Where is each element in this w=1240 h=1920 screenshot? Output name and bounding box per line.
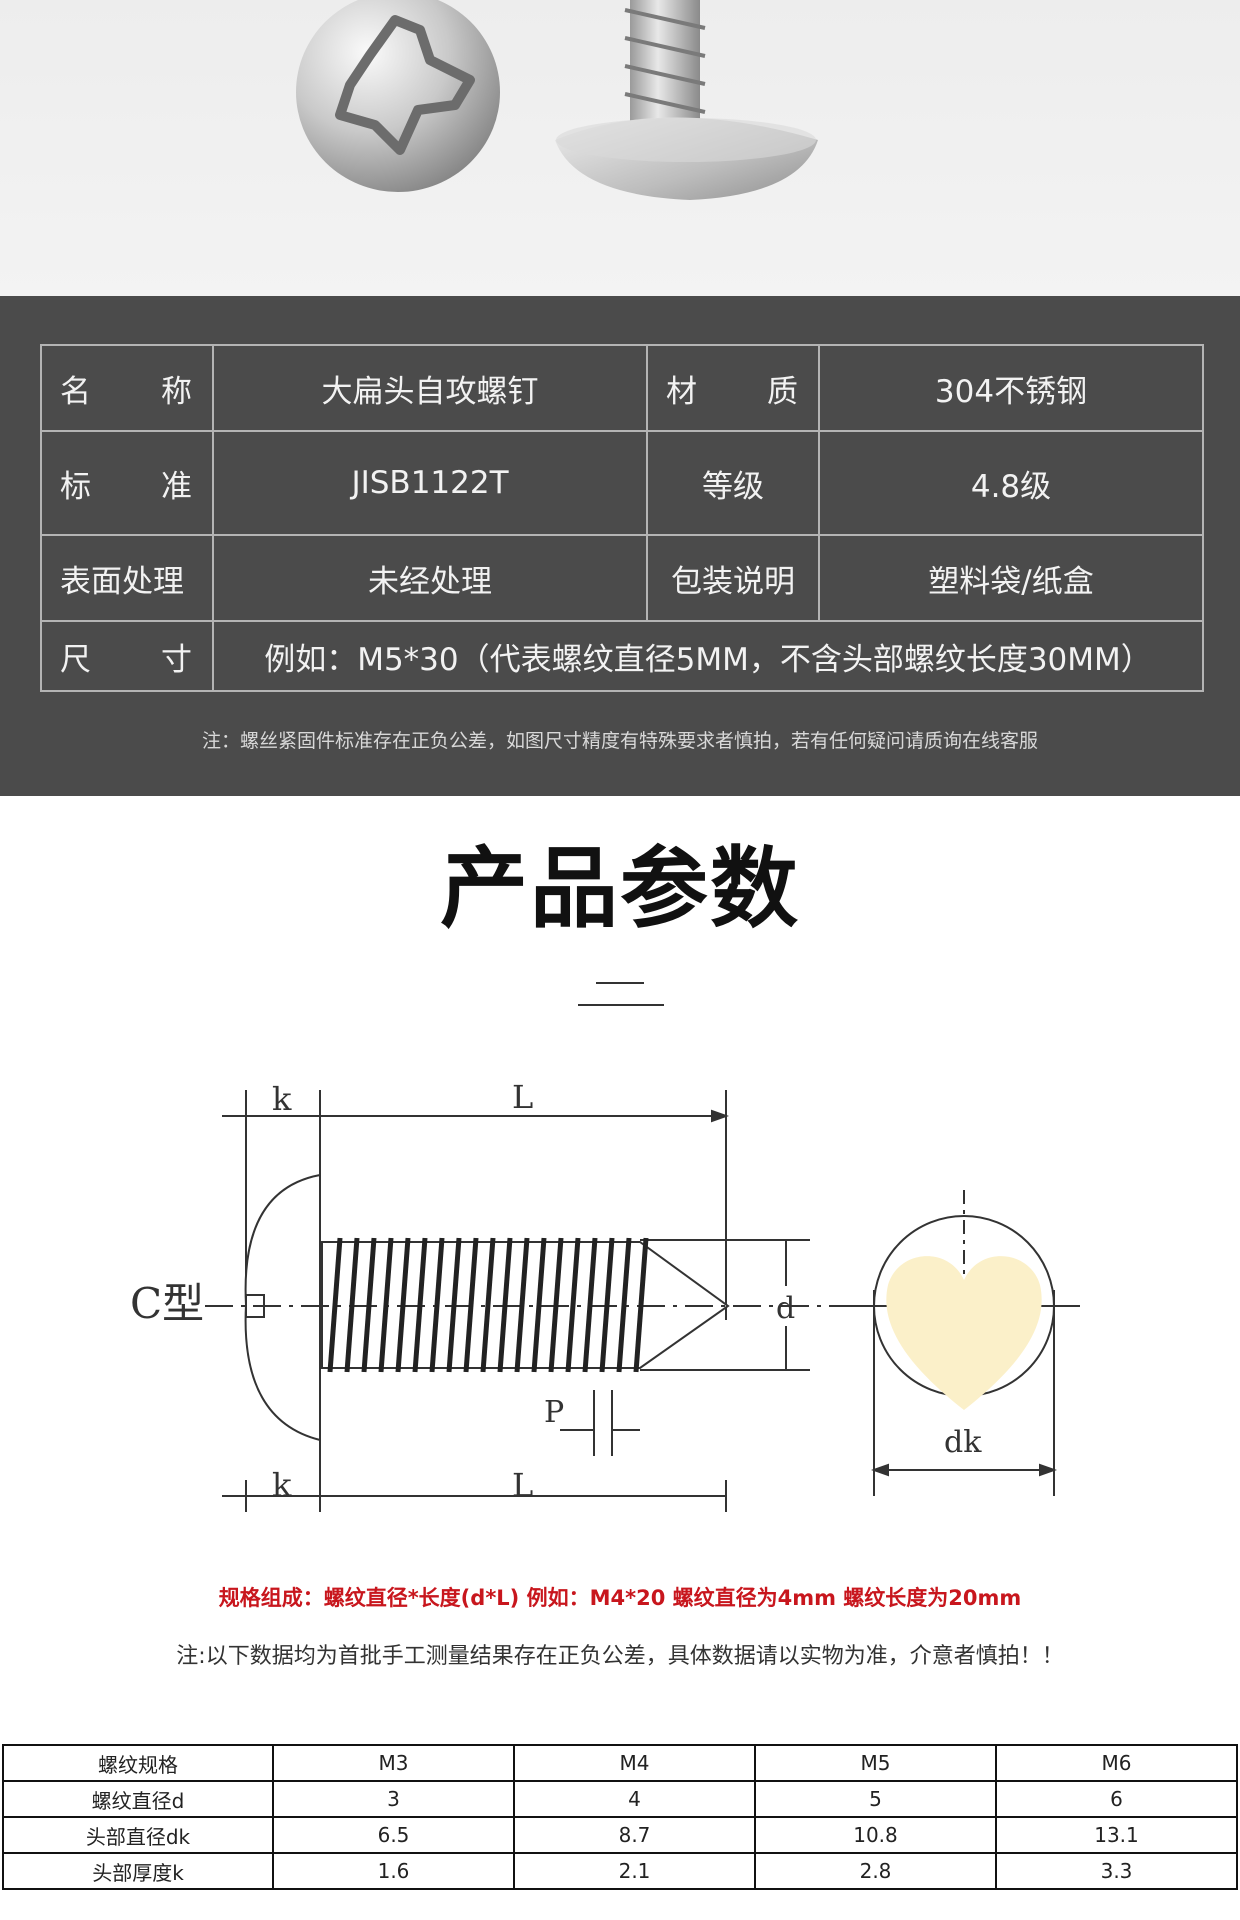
label-P: P xyxy=(544,1395,564,1430)
spec-label-surface: 表面处理 xyxy=(40,534,214,622)
screw-head-front xyxy=(296,0,500,192)
screw-drawing: k L C型 d P dk k L xyxy=(130,1078,1080,1512)
size-cell: 1.6 xyxy=(272,1852,515,1890)
size-cell: 5 xyxy=(754,1780,997,1818)
spec-label-material-char-2: 质 xyxy=(767,373,798,410)
size-header-m5: M5 xyxy=(754,1744,997,1782)
spec-label-size-char-2: 寸 xyxy=(161,641,192,678)
size-table: 螺纹规格 M3 M4 M5 M6 螺纹直径d 3 4 5 6 头部直径dk 6.… xyxy=(2,1744,1238,1890)
size-cell: 13.1 xyxy=(995,1816,1238,1854)
screw-thread xyxy=(624,8,706,114)
size-header-m4: M4 xyxy=(513,1744,756,1782)
table-row: 头部直径dk 6.5 8.7 10.8 13.1 xyxy=(2,1816,1238,1854)
spec-value-size: 例如：M5*30（代表螺纹直径5MM，不含头部螺纹长度30MM） xyxy=(212,620,1204,692)
heart-overlay-icon xyxy=(886,1256,1042,1410)
spec-value-name: 大扁头自攻螺钉 xyxy=(212,344,648,432)
size-cell: 6.5 xyxy=(272,1816,515,1854)
thread-pattern xyxy=(327,1237,649,1373)
title-divider-long xyxy=(578,1004,664,1006)
spec-table: 名 称 大扁头自攻螺钉 材 质 304不锈钢 标 准 JISB1122T xyxy=(40,344,1204,692)
spec-value-surface: 未经处理 xyxy=(212,534,648,622)
spec-value-standard: JISB1122T xyxy=(212,430,648,536)
size-cell: 4 xyxy=(513,1780,756,1818)
label-k-bottom: k xyxy=(272,1466,292,1504)
spec-row-surface: 表面处理 未经处理 包装说明 塑料袋/纸盒 xyxy=(40,534,1204,622)
spec-value-material: 304不锈钢 xyxy=(818,344,1204,432)
phillips-recess-icon xyxy=(335,15,475,155)
table-row: 螺纹直径d 3 4 5 6 xyxy=(2,1780,1238,1818)
label-L-top: L xyxy=(512,1078,533,1116)
spec-value-packaging: 塑料袋/纸盒 xyxy=(818,534,1204,622)
size-cell: 2.8 xyxy=(754,1852,997,1890)
spec-row-standard: 标 准 JISB1122T 等级 4.8级 xyxy=(40,430,1204,536)
size-row-label: 头部直径dk xyxy=(2,1816,274,1854)
spec-formula-note: 规格组成：螺纹直径*长度(d*L) 例如：M4*20 螺纹直径为4mm 螺纹长度… xyxy=(218,1586,1022,1610)
spec-value-grade: 4.8级 xyxy=(818,430,1204,536)
spec-panel: 名 称 大扁头自攻螺钉 材 质 304不锈钢 标 准 JISB1122T xyxy=(0,296,1240,796)
spec-label-standard-char-1: 标 xyxy=(60,468,91,505)
spec-label-size: 尺 寸 xyxy=(40,620,214,692)
label-type-c: C型 xyxy=(130,1279,204,1328)
label-dk: dk xyxy=(944,1425,982,1460)
spec-label-name-char-2: 称 xyxy=(161,373,192,410)
spec-label-standard: 标 准 xyxy=(40,430,214,536)
screw-dimension-diagram: k L C型 d P dk k L xyxy=(0,1060,1240,1534)
spec-row-name: 名 称 大扁头自攻螺钉 材 质 304不锈钢 xyxy=(40,344,1204,432)
screw-photo-illustration xyxy=(296,0,818,200)
table-row: 头部厚度k 1.6 2.1 2.8 3.3 xyxy=(2,1852,1238,1890)
spec-label-packaging: 包装说明 xyxy=(646,534,820,622)
label-d: d xyxy=(776,1291,795,1326)
label-k-top: k xyxy=(272,1080,292,1118)
size-row-label: 螺纹直径d xyxy=(2,1780,274,1818)
spec-label-name-char-1: 名 xyxy=(60,373,91,410)
label-L-bottom: L xyxy=(512,1466,533,1504)
measurement-disclaimer: 注:以下数据均为首批手工测量结果存在正负公差，具体数据请以实物为准，介意者慎拍！… xyxy=(176,1644,1064,1669)
size-cell: 10.8 xyxy=(754,1816,997,1854)
spec-label-material-char-1: 材 xyxy=(666,373,697,410)
size-cell: 2.1 xyxy=(513,1852,756,1890)
spec-label-material: 材 质 xyxy=(646,344,820,432)
spec-label-size-char-1: 尺 xyxy=(60,641,91,678)
spec-label-name: 名 称 xyxy=(40,344,214,432)
size-header-m6: M6 xyxy=(995,1744,1238,1782)
size-cell: 8.7 xyxy=(513,1816,756,1854)
size-cell: 6 xyxy=(995,1780,1238,1818)
spec-row-size: 尺 寸 例如：M5*30（代表螺纹直径5MM，不含头部螺纹长度30MM） xyxy=(40,620,1204,692)
size-header-label: 螺纹规格 xyxy=(2,1744,274,1782)
size-row-label: 头部厚度k xyxy=(2,1852,274,1890)
size-cell: 3.3 xyxy=(995,1852,1238,1890)
spec-label-standard-char-2: 准 xyxy=(161,468,192,505)
size-header-m3: M3 xyxy=(272,1744,515,1782)
size-table-header: 螺纹规格 M3 M4 M5 M6 xyxy=(2,1744,1238,1782)
spec-disclaimer: 注：螺丝紧固件标准存在正负公差，如图尺寸精度有特殊要求者慎拍，若有任何疑问请质询… xyxy=(201,730,1038,752)
title-divider-short xyxy=(596,982,644,984)
size-cell: 3 xyxy=(272,1780,515,1818)
spec-label-grade: 等级 xyxy=(646,430,820,536)
section-title: 产品参数 xyxy=(439,837,800,940)
product-photo xyxy=(0,0,1240,296)
